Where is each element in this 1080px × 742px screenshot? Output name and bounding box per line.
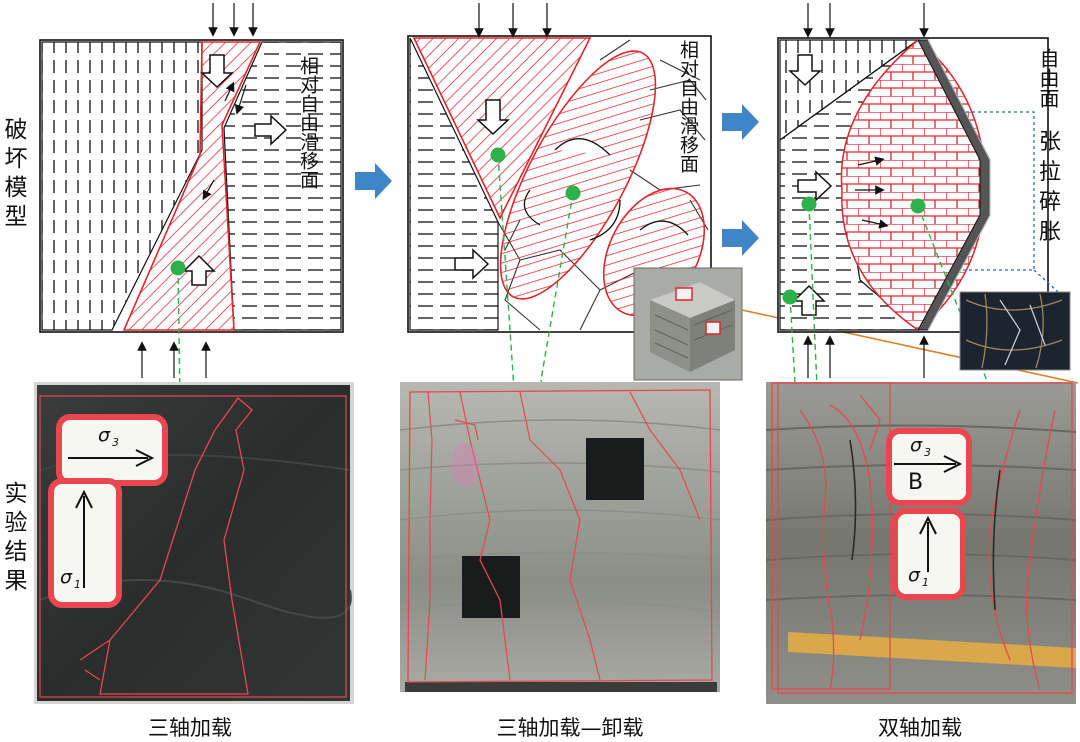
- row-label-test-results: 实 验 结 果: [2, 480, 30, 596]
- tension-label-char: 拉: [1038, 160, 1061, 185]
- arrow-up-icon: [919, 516, 937, 572]
- flow-arrow-icon: [722, 220, 759, 256]
- panel3-green-marker-2: [782, 289, 798, 305]
- flow-arrow-icon: [722, 104, 759, 140]
- panel1-model: [39, 3, 344, 604]
- stress-subscript: 1: [74, 578, 81, 591]
- panel3-model: [777, 3, 1059, 641]
- row-label-char: 破: [4, 117, 28, 143]
- flow-arrow-icon: [355, 163, 392, 199]
- stress-symbol: σ: [908, 564, 921, 586]
- arrow-right-icon: [68, 449, 155, 467]
- photo1-sigma1-tag: σ 1: [48, 478, 122, 608]
- caption-triaxial-loading-unloading: 三轴加载—卸载: [496, 716, 644, 740]
- stress-subscript: 1: [922, 576, 929, 589]
- row-label-char: 果: [4, 568, 28, 594]
- tension-label-char: 胀: [1038, 220, 1061, 245]
- photo3-sigma3-tag: σ 3 B: [886, 428, 972, 506]
- panel2-slip-plane-label: 相对自由滑移面: [677, 40, 699, 173]
- caption-triaxial-loading: 三轴加载: [148, 716, 232, 740]
- panel1-slip-plane-label: 相对自由滑移面: [297, 56, 319, 189]
- caption-biaxial-loading: 双轴加载: [878, 716, 962, 740]
- row-label-char: 结: [4, 539, 28, 565]
- panel3-free-face-label: 自由面: [1036, 48, 1060, 108]
- row-label-char: 实: [4, 481, 28, 507]
- panel2-model: [407, 3, 712, 526]
- photo3-specimen: [765, 382, 1077, 704]
- stress-symbol: σ: [98, 424, 111, 446]
- stress-subscript: 3: [112, 436, 119, 449]
- row-label-char: 型: [4, 204, 28, 230]
- inset-photo-specimen: [633, 267, 743, 381]
- photo2-black-patch: [462, 556, 520, 618]
- photo1-sigma3-tag: σ 3: [56, 414, 168, 486]
- panel2-green-marker-1: [490, 147, 506, 163]
- panel1-green-marker: [170, 260, 186, 276]
- photo3-tape-strip: [788, 632, 1076, 668]
- panel2-green-marker-2: [565, 185, 581, 201]
- tension-label-char: 碎: [1038, 190, 1061, 215]
- arrow-up-icon: [75, 489, 93, 588]
- stress-subscript: 3: [924, 446, 931, 459]
- tag-b-label: B: [908, 470, 924, 495]
- photo2-black-patch: [586, 438, 644, 500]
- inset-photo-fracture: [959, 291, 1071, 371]
- panel3-green-marker-1: [801, 196, 817, 212]
- panel3-tension-label: 张 拉 碎 胀: [1036, 128, 1064, 248]
- row-label-char: 模: [4, 175, 28, 201]
- row-label-char: 验: [4, 510, 28, 536]
- photo3-sigma1-tag: σ 1: [892, 508, 966, 600]
- arrow-right-icon: [894, 455, 963, 473]
- row-label-failure-model: 破 坏 模 型: [2, 116, 30, 232]
- panel3-green-marker-3: [910, 198, 926, 214]
- photo2-specimen: [399, 382, 721, 692]
- stress-symbol: σ: [910, 434, 923, 456]
- row-label-char: 坏: [4, 146, 28, 172]
- stress-symbol: σ: [60, 566, 73, 588]
- tension-label-char: 张: [1038, 130, 1061, 155]
